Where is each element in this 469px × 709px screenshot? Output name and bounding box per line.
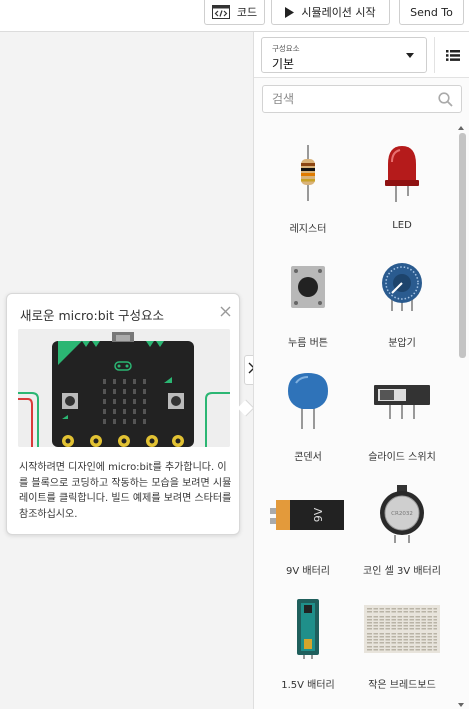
battery-aa-icon	[260, 586, 356, 672]
code-icon	[211, 5, 230, 19]
microbit-illustration	[18, 329, 230, 447]
panel-scrollbar[interactable]	[457, 126, 466, 709]
resistor-icon	[260, 130, 356, 216]
code-button[interactable]: 코드	[204, 0, 265, 25]
popover-body: 시작하려면 디자인에 micro:bit를 추가합니다. 이를 블록으로 코딩하…	[19, 462, 232, 520]
component-pushbutton[interactable]: 누름 버튼	[260, 244, 356, 356]
scroll-up-icon[interactable]	[458, 126, 464, 130]
component-label: 누름 버튼	[288, 338, 328, 349]
component-breadboard[interactable]: 작은 브레드보드	[354, 586, 450, 698]
list-icon	[445, 46, 460, 65]
list-view-button[interactable]	[434, 37, 469, 73]
scrollbar-thumb[interactable]	[459, 133, 466, 358]
component-slide-switch[interactable]: 슬라이드 스위치	[354, 358, 450, 470]
start-simulation-button[interactable]: 시뮬레이션 시작	[271, 0, 390, 25]
category-select[interactable]: 구성요소 기본	[261, 37, 427, 73]
search-box	[262, 85, 462, 113]
components-panel: 구성요소 기본	[253, 32, 469, 709]
category-value: 기본	[272, 57, 295, 71]
component-label: 슬라이드 스위치	[368, 452, 436, 463]
start-simulation-label: 시뮬레이션 시작	[301, 6, 376, 19]
search-icon[interactable]	[438, 92, 453, 111]
caret-down-icon	[406, 53, 414, 58]
component-potentiometer[interactable]: 분압기	[354, 244, 450, 356]
component-label: 1.5V 배터리	[281, 680, 335, 691]
potentiometer-icon	[354, 244, 450, 330]
send-to-button[interactable]: Send To	[399, 0, 464, 25]
code-button-label: 코드	[236, 6, 258, 19]
component-label: 분압기	[388, 338, 416, 349]
close-icon[interactable]	[218, 304, 232, 318]
panel-header: 구성요소 기본	[254, 32, 469, 78]
pushbutton-icon	[260, 244, 356, 330]
play-icon	[285, 6, 295, 18]
component-battery-aa[interactable]: 1.5V 배터리	[260, 586, 356, 698]
capacitor-icon	[260, 358, 356, 444]
battery-9v-text: 9V	[312, 507, 325, 522]
scroll-down-icon[interactable]	[458, 703, 464, 707]
component-label: 코인 셀 3V 배터리	[363, 566, 441, 577]
category-caption: 구성요소	[272, 44, 300, 53]
led-icon	[354, 130, 450, 216]
component-battery-9v[interactable]: 9V 9V 배터리	[260, 472, 356, 584]
microbit-intro-popover: 새로운 micro:bit 구성요소	[6, 293, 255, 535]
coin-cell-icon: CR2032	[354, 472, 450, 558]
search-input[interactable]	[263, 86, 423, 112]
top-toolbar: 코드 시뮬레이션 시작 Send To	[0, 0, 469, 32]
component-capacitor[interactable]: 콘덴서	[260, 358, 356, 470]
slide-switch-icon	[354, 358, 450, 444]
component-label: 작은 브레드보드	[368, 680, 436, 691]
breadboard-icon	[354, 586, 450, 672]
send-to-label: Send To	[410, 5, 453, 19]
component-label: 레지스터	[289, 224, 327, 235]
component-coin-cell[interactable]: CR2032 코인 셀 3V 배터리	[354, 472, 450, 584]
component-label: LED	[392, 220, 412, 231]
component-led[interactable]: LED	[354, 130, 450, 242]
component-label: 9V 배터리	[286, 566, 330, 577]
coin-cell-text: CR2032	[391, 511, 413, 517]
component-label: 콘덴서	[294, 452, 322, 463]
component-resistor[interactable]: 레지스터	[260, 130, 356, 242]
battery-9v-icon: 9V	[260, 472, 356, 558]
popover-title: 새로운 micro:bit 구성요소	[20, 308, 165, 323]
